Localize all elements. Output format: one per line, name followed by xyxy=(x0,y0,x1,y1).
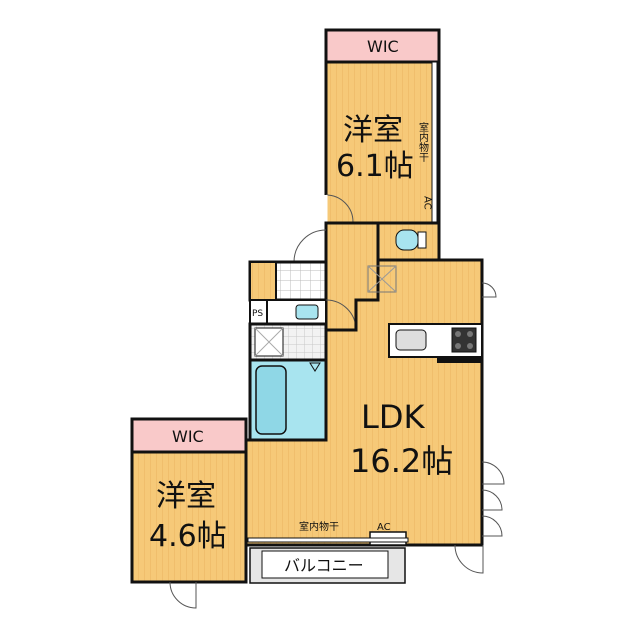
bedroom-top-name: 洋室 xyxy=(343,113,403,148)
ldk-name: LDK xyxy=(361,398,425,436)
wic-left-label: WIC xyxy=(172,427,204,446)
ldk-door-3 xyxy=(481,515,503,537)
toilet xyxy=(395,229,419,251)
ldk-door-upper xyxy=(481,282,497,298)
toilet-room xyxy=(376,221,441,262)
bedroom-top-size: 6.1帖 xyxy=(336,149,414,184)
drying-bedroom-label: 室内物干 xyxy=(417,121,429,163)
cooktop xyxy=(451,327,477,353)
ldk-bottom-door xyxy=(454,544,484,574)
wic-left xyxy=(130,417,248,454)
bedroom-left-size: 4.6帖 xyxy=(149,519,227,554)
ac-bedroom-label: AC xyxy=(422,196,433,210)
ldk-door-1 xyxy=(481,461,505,485)
ps-label: PS xyxy=(252,309,263,319)
bathtub xyxy=(255,365,287,435)
bedroom-top-door xyxy=(325,194,354,223)
ac-ldk-label: AC xyxy=(377,522,391,533)
bedroom-left-name: 洋室 xyxy=(156,479,216,514)
kitchen-sink xyxy=(395,329,427,351)
bedroom-top xyxy=(324,60,441,225)
drying-ldk-label: 室内物干 xyxy=(299,520,339,533)
ldk-size: 16.2帖 xyxy=(350,442,453,480)
bedroom-left-door xyxy=(169,581,197,609)
ldk-door-2 xyxy=(481,489,503,511)
wic-top-label: WIC xyxy=(367,37,399,56)
fridge-space xyxy=(367,265,397,293)
balcony-label: バルコニー xyxy=(284,556,364,575)
bedroom-left xyxy=(130,450,248,584)
